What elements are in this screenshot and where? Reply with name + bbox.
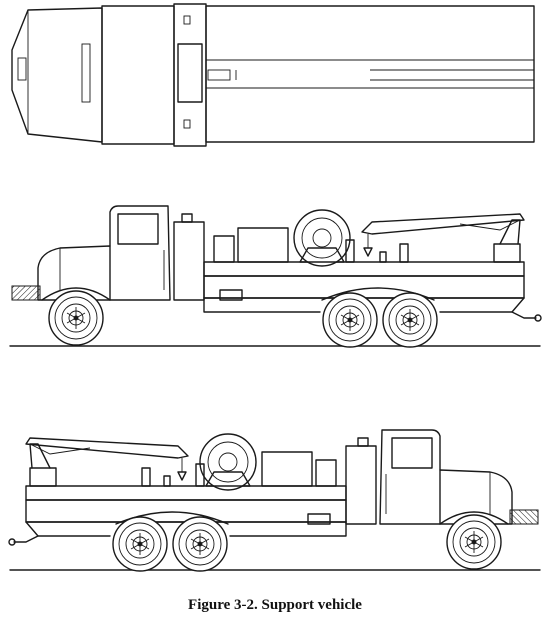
top-view	[11, 3, 535, 147]
side-view-right	[9, 430, 540, 571]
side-view-left	[10, 206, 541, 347]
figure-caption: Figure 3-2. Support vehicle	[188, 597, 362, 613]
